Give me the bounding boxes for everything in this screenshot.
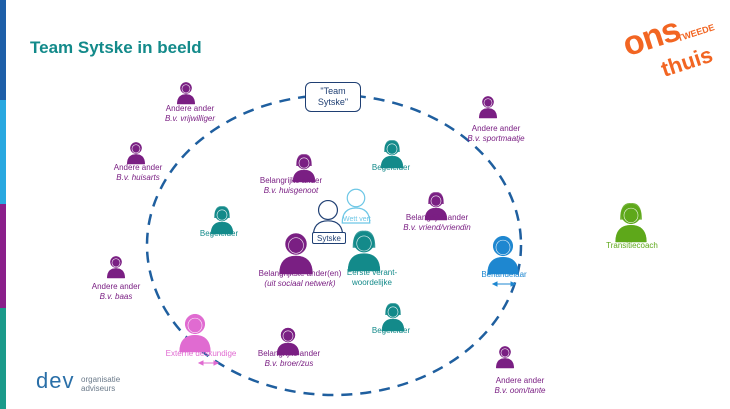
begeleider-left-person-icon [210, 206, 234, 235]
begeleider-bottom-label: Begeleider [371, 326, 411, 335]
andere-sportmaatje-label: Andere ander B.v. sportmaatje [467, 124, 525, 143]
andere-huisarts-person-icon [126, 142, 146, 165]
andere-sportmaatje-person-icon [478, 96, 498, 119]
behandelaar-label: Behandelaar [481, 270, 527, 279]
begeleider-top-label: Begeleider [371, 163, 411, 172]
andere-baas-label: Andere ander B.v. baas [91, 282, 141, 301]
eerste-verantwoordelijke-person-icon [347, 230, 381, 272]
andere-vrijwilliger-person-icon [176, 82, 196, 105]
belangrijke-vriend-label: Belangrijke ander B.v. vriend/vriendin [403, 213, 471, 232]
begeleider-bottom-person-icon [381, 303, 405, 332]
behandelaar-person-icon [487, 235, 519, 275]
transitiecoach-person-icon [615, 203, 647, 243]
begeleider-top-person-icon [380, 140, 404, 169]
dev-logo-word: dev [36, 368, 75, 393]
behandelaar-arrow [491, 281, 517, 287]
sidebar-bar-teal [0, 308, 6, 409]
page-title: Team Sytske in beeld [30, 38, 202, 57]
sidebar-bar-lightblue [0, 100, 6, 204]
sidebar-bar-blue [0, 0, 6, 100]
externe-arrow [197, 360, 220, 366]
andere-baas-person-icon [106, 256, 126, 279]
sidebar-bar-purple [0, 204, 6, 308]
wettelijk-vertegenwoordiger-person-icon [341, 188, 371, 224]
wettelijk-label: Wett vert [343, 216, 371, 223]
begeleider-left-label: Begeleider [199, 229, 239, 238]
andere-vrijwilliger-label: Andere ander B.v. vrijwilliger [164, 104, 216, 123]
eerste-verantwoordelijke-label: Eerste verant- woordelijke [346, 268, 398, 287]
transitiecoach-label: Transitiecoach [606, 241, 658, 250]
belangrijke-huisgenoot-person-icon [292, 154, 316, 183]
belangrijkste-person-icon [279, 233, 313, 275]
dev-logo-line2: adviseurs [81, 384, 116, 393]
belangrijkste-label: Belangrijkste ander(en) (uit sociaal net… [258, 269, 342, 288]
dev-logo-line1: organisatie [81, 375, 121, 384]
externe-deskundige-label: Externe deskundige [165, 349, 237, 358]
sytske-label: Sytske [312, 232, 346, 244]
team-label-line2: Sytske" [317, 97, 349, 107]
team-circle [145, 93, 523, 397]
externe-deskundige-person-icon [179, 313, 211, 353]
andere-huisarts-label: Andere ander B.v. huisarts [113, 163, 163, 182]
belangrijke-broer-label: Belangrijke ander B.v. broer/zus [257, 349, 321, 368]
team-sytske-box: "Team Sytske" [305, 82, 361, 112]
andere-oom-person-icon [495, 346, 515, 369]
belangrijke-vriend-person-icon [424, 192, 448, 221]
andere-oom-label: Andere ander B.v. oom/tante [494, 376, 546, 395]
belangrijke-huisgenoot-label: Belangrijke ander B.v. huisgenoot [259, 176, 323, 195]
team-label-line1: "Team [320, 86, 346, 96]
ons-tweede-thuis-logo: ons TWEEDE thuis [618, 10, 718, 98]
belangrijke-broer-person-icon [276, 327, 300, 356]
